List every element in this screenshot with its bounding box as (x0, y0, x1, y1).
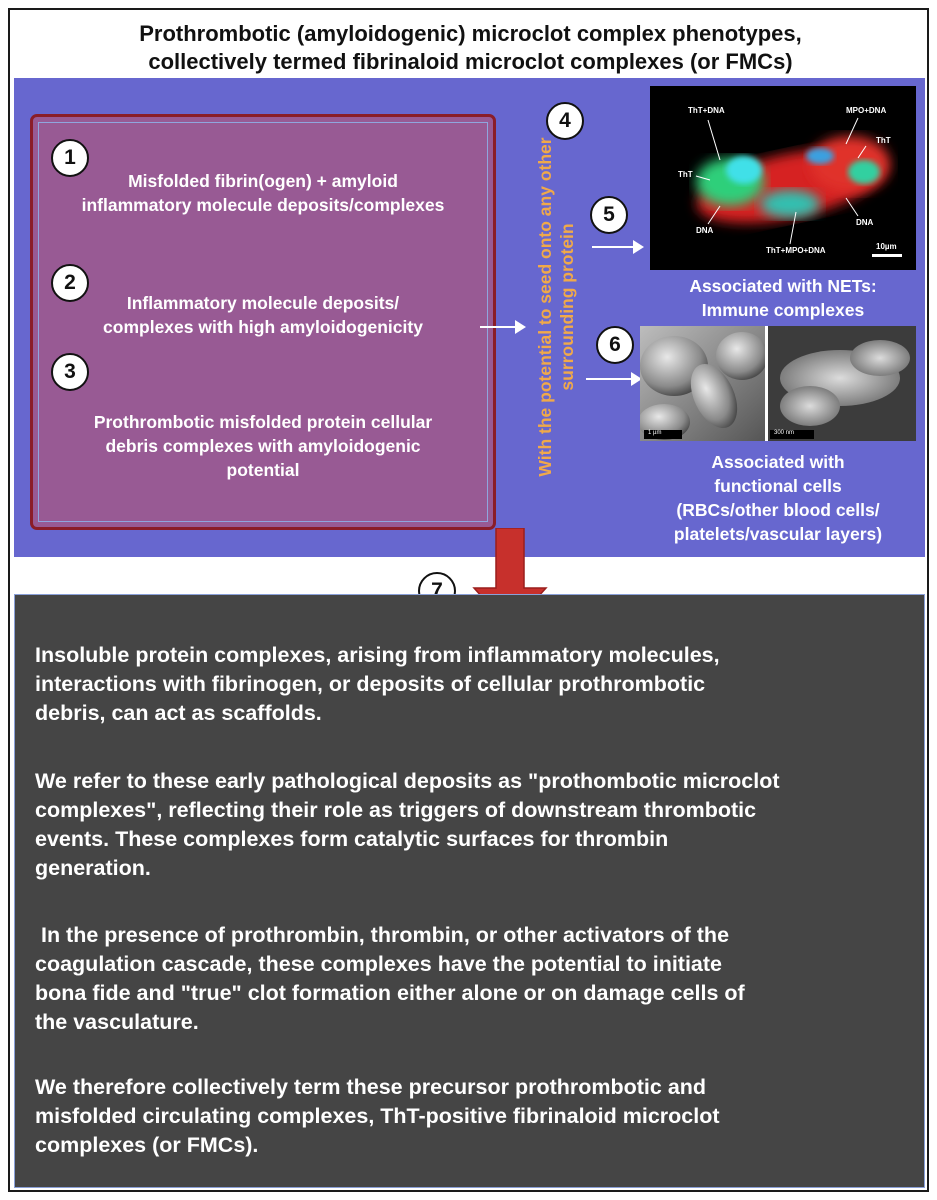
label-tht-left: ThT (678, 170, 693, 179)
label-tht-mpo-dna: ThT+MPO+DNA (766, 246, 826, 255)
p2-line-4: generation. (35, 856, 151, 880)
paragraph-2: We refer to these early pathological dep… (35, 767, 905, 883)
seeding-text-line-2: surrounding protein (557, 223, 577, 391)
item-2-text: Inflammatory molecule deposits/ complexe… (43, 291, 483, 339)
figure-frame: Prothrombotic (amyloidogenic) microclot … (8, 8, 929, 1192)
label-mpo-dna: MPO+DNA (846, 106, 887, 115)
sem-scale-left: 1 µm (648, 430, 662, 436)
item-2-line-2: complexes with high amyloidogenicity (103, 317, 423, 337)
summary-panel: Insoluble protein complexes, arising fro… (14, 594, 925, 1188)
cells-caption-line-2: functional cells (714, 476, 842, 496)
badge-3: 3 (51, 353, 89, 391)
badge-5: 5 (590, 196, 628, 234)
paragraph-3: In the presence of prothrombin, thrombin… (35, 921, 905, 1037)
micrograph-graphic (695, 117, 902, 257)
p2-line-2: complexes", reflecting their role as tri… (35, 798, 757, 822)
seeding-potential-text: With the potential to seed onto any othe… (534, 82, 578, 532)
item-3-line-1: Prothrombotic misfolded protein cellular (93, 412, 433, 432)
p4-line-1: We therefore collectively term these pre… (35, 1075, 707, 1099)
p1-line-2: interactions with fibrinogen, or deposit… (35, 672, 706, 696)
arrow-to-net-image (592, 240, 644, 254)
cells-caption-line-1: Associated with (711, 452, 845, 472)
badge-4: 4 (546, 102, 584, 140)
p1-line-3: debris, can act as scaffolds. (35, 701, 322, 725)
badge-6: 6 (596, 326, 634, 364)
badge-1: 1 (51, 139, 89, 177)
net-caption-line-2: Immune complexes (701, 300, 865, 320)
label-dna-left: DNA (696, 226, 714, 235)
net-fluorescence-micrograph: ThT+DNA MPO+DNA ThT ThT DNA DNA ThT+MPO+… (650, 86, 916, 270)
label-scale-bar: 10µm (876, 242, 897, 251)
arrow-to-vertical-text (480, 320, 526, 334)
p2-line-3: events. These complexes form catalytic s… (35, 827, 669, 851)
net-caption: Associated with NETs: Immune complexes (650, 274, 916, 322)
figure-title: Prothrombotic (amyloidogenic) microclot … (10, 20, 931, 76)
p2-line-1: We refer to these early pathological dep… (35, 769, 780, 793)
label-tht-right: ThT (876, 136, 891, 145)
p3-line-3: bona fide and "true" clot formation eith… (35, 981, 745, 1005)
phenotype-list-inner-border (38, 122, 488, 522)
item-3-text: Prothrombotic misfolded protein cellular… (43, 410, 483, 482)
item-1-line-2: inflammatory molecule deposits/complexes (81, 195, 445, 215)
sem-graphic (640, 326, 916, 441)
p1-line-1: Insoluble protein complexes, arising fro… (35, 643, 720, 667)
p3-line-1: In the presence of prothrombin, thrombin… (35, 923, 730, 947)
item-1-line-1: Misfolded fibrin(ogen) + amyloid (128, 171, 398, 191)
paragraph-1: Insoluble protein complexes, arising fro… (35, 641, 905, 728)
phenotype-list-box: 1 Misfolded fibrin(ogen) + amyloid infla… (30, 114, 496, 530)
p3-line-2: coagulation cascade, these complexes hav… (35, 952, 723, 976)
phenotype-panel: 1 Misfolded fibrin(ogen) + amyloid infla… (14, 78, 925, 557)
item-1-text: Misfolded fibrin(ogen) + amyloid inflamm… (43, 169, 483, 217)
label-tht-dna: ThT+DNA (688, 106, 725, 115)
seeding-text-line-1: With the potential to seed onto any othe… (535, 137, 555, 477)
arrow-to-sem-image (586, 372, 642, 386)
cells-caption-line-4: platelets/vascular layers) (673, 524, 883, 544)
net-caption-line-1: Associated with NETs: (689, 276, 877, 296)
item-2-line-1: Inflammatory molecule deposits/ (126, 293, 400, 313)
title-line-2: collectively termed fibrinaloid microclo… (148, 49, 793, 74)
sem-scale-right: 300 nm (774, 430, 795, 436)
p3-line-4: the vasculature. (35, 1010, 199, 1034)
cells-caption: Associated with functional cells (RBCs/o… (640, 450, 916, 546)
p4-line-2: misfolded circulating complexes, ThT-pos… (35, 1104, 720, 1128)
p4-line-3: complexes (or FMCs). (35, 1133, 259, 1157)
cells-caption-line-3: (RBCs/other blood cells/ (676, 500, 880, 520)
label-dna-right: DNA (856, 218, 874, 227)
sem-micrograph-pair: 1 µm 300 nm (640, 326, 916, 441)
title-line-1: Prothrombotic (amyloidogenic) microclot … (139, 21, 802, 46)
item-3-line-3: potential (226, 460, 300, 480)
paragraph-4: We therefore collectively term these pre… (35, 1073, 905, 1160)
item-3-line-2: debris complexes with amyloidogenic (105, 436, 421, 456)
badge-2: 2 (51, 264, 89, 302)
